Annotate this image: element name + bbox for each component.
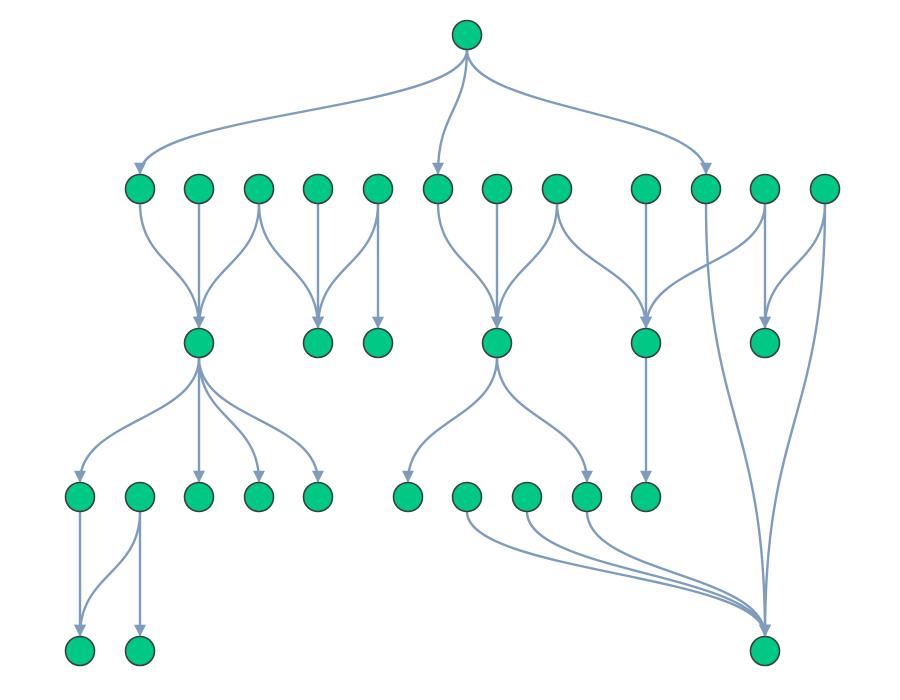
node-c6[interactable] bbox=[749, 327, 781, 359]
node-b6[interactable] bbox=[422, 173, 454, 205]
edge-b10-e3 bbox=[704, 203, 771, 637]
edge-b12-e3 bbox=[759, 203, 827, 637]
edge-b1-c1 bbox=[138, 203, 205, 329]
node-b4[interactable] bbox=[302, 173, 334, 205]
edge-root-b10 bbox=[465, 49, 712, 175]
node-root[interactable] bbox=[451, 19, 483, 51]
edge-b3-c1 bbox=[193, 203, 261, 329]
edge-b8-c4 bbox=[491, 203, 559, 329]
edge-b5-c2 bbox=[312, 203, 380, 329]
edge-d2-e1 bbox=[74, 511, 142, 637]
node-d1[interactable] bbox=[64, 481, 96, 513]
node-b11[interactable] bbox=[749, 173, 781, 205]
node-d4[interactable] bbox=[243, 481, 275, 513]
node-d5[interactable] bbox=[302, 481, 334, 513]
node-b2[interactable] bbox=[183, 173, 215, 205]
node-d6[interactable] bbox=[392, 481, 424, 513]
node-d3[interactable] bbox=[183, 481, 215, 513]
edge-b11-c5 bbox=[640, 203, 767, 329]
edge-c1-d1 bbox=[74, 357, 201, 483]
node-d10[interactable] bbox=[630, 481, 662, 513]
node-d9[interactable] bbox=[571, 481, 603, 513]
node-b3[interactable] bbox=[243, 173, 275, 205]
edge-c1-d4 bbox=[197, 357, 265, 483]
edge-b8-c5 bbox=[555, 203, 652, 329]
node-c2[interactable] bbox=[302, 327, 334, 359]
edge-root-b1 bbox=[134, 49, 469, 175]
edge-b6-c4 bbox=[436, 203, 503, 329]
node-c1[interactable] bbox=[183, 327, 215, 359]
edge-c4-d6 bbox=[402, 357, 499, 483]
node-e1[interactable] bbox=[64, 635, 96, 667]
node-c5[interactable] bbox=[630, 327, 662, 359]
edge-d9-e3 bbox=[585, 511, 771, 637]
nodes-layer bbox=[64, 19, 841, 667]
edge-b12-c6 bbox=[759, 203, 827, 329]
edge-c4-d9 bbox=[495, 357, 593, 483]
edge-b3-c2 bbox=[257, 203, 324, 329]
node-e3[interactable] bbox=[749, 635, 781, 667]
node-d7[interactable] bbox=[451, 481, 483, 513]
node-b5[interactable] bbox=[362, 173, 394, 205]
node-b7[interactable] bbox=[481, 173, 513, 205]
node-c4[interactable] bbox=[481, 327, 513, 359]
node-d8[interactable] bbox=[511, 481, 543, 513]
edge-d8-e3 bbox=[525, 511, 771, 637]
edge-c1-d5 bbox=[197, 357, 324, 483]
node-b1[interactable] bbox=[124, 173, 156, 205]
edges-layer bbox=[74, 49, 827, 637]
node-b8[interactable] bbox=[541, 173, 573, 205]
edge-d7-e3 bbox=[465, 511, 771, 637]
node-b12[interactable] bbox=[809, 173, 841, 205]
node-b9[interactable] bbox=[630, 173, 662, 205]
edge-root-b6 bbox=[432, 49, 469, 175]
node-d2[interactable] bbox=[124, 481, 156, 513]
node-b10[interactable] bbox=[690, 173, 722, 205]
node-e2[interactable] bbox=[124, 635, 156, 667]
node-c3[interactable] bbox=[362, 327, 394, 359]
